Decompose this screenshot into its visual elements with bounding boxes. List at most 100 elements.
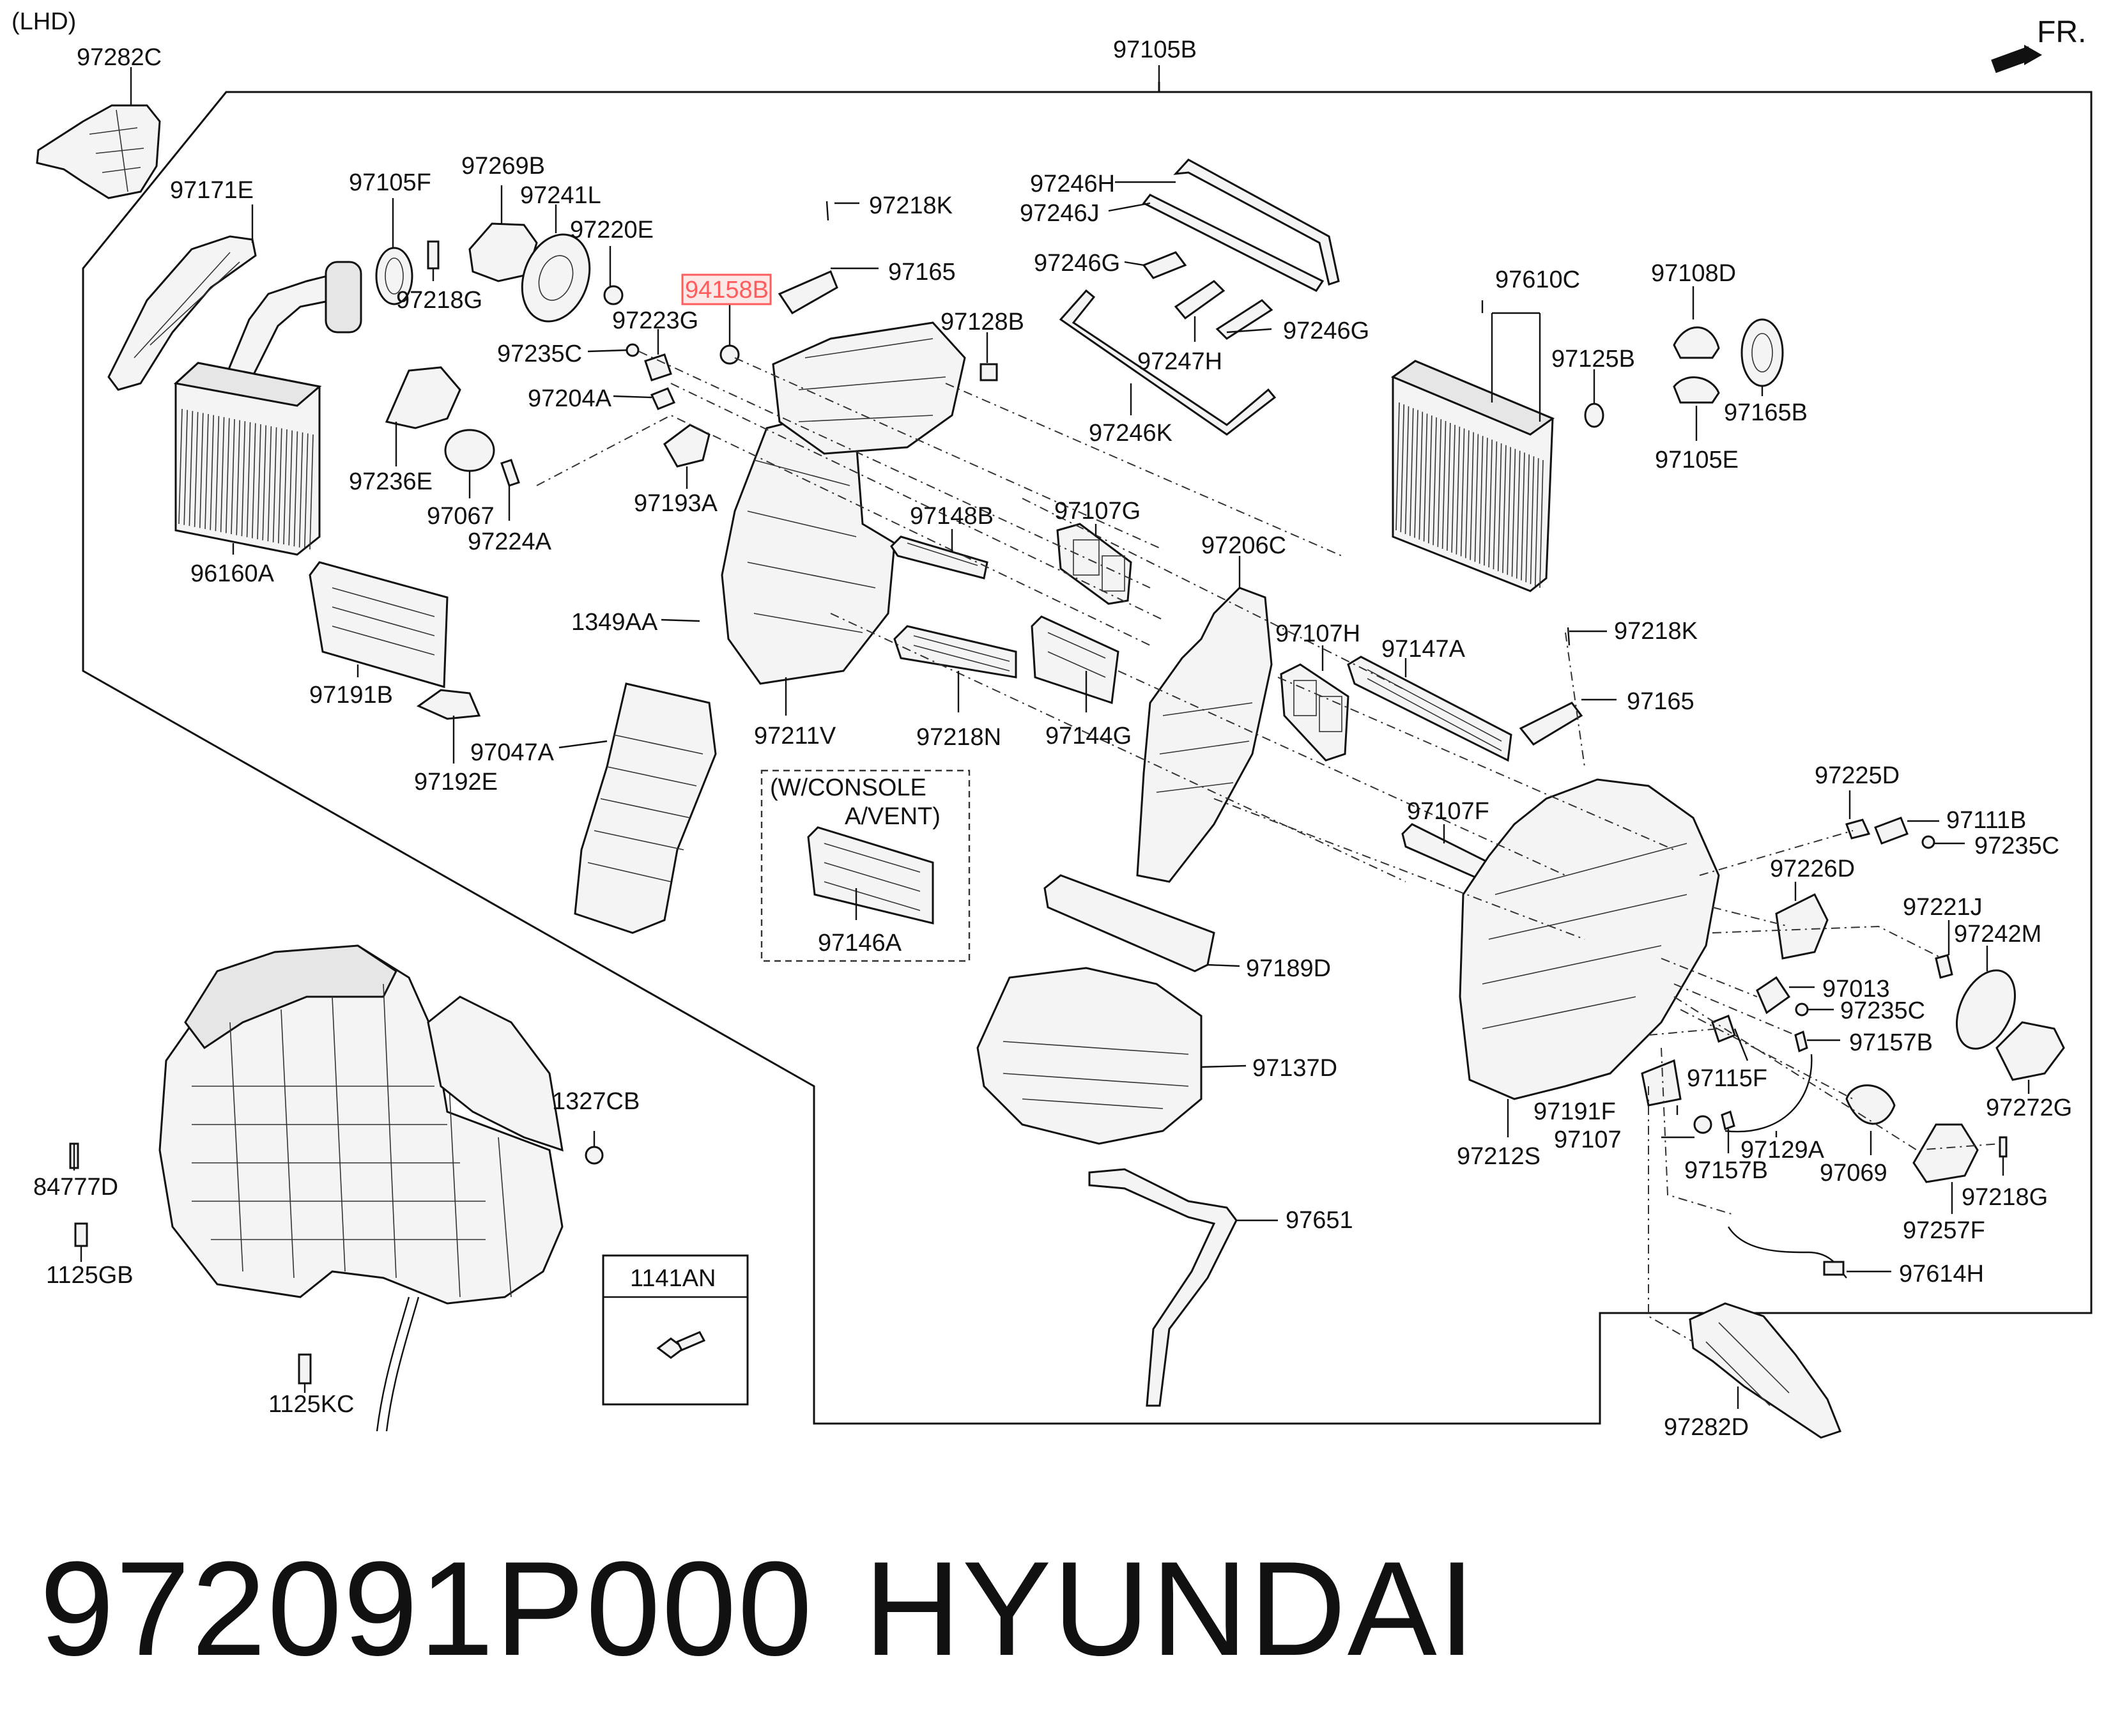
part-label-97218n[interactable]: 97218N [916,724,1001,751]
part-label-84777d[interactable]: 84777D [33,1174,118,1201]
duct-97047a [574,682,717,934]
console-vent-box [760,769,971,962]
part-label-97610c[interactable]: 97610C [1495,266,1580,293]
part-label-97105b[interactable]: 97105B [1113,36,1197,63]
assembly-overview [158,944,564,1432]
part-label-97282d[interactable]: 97282D [1664,1414,1749,1441]
part-label-97225d[interactable]: 97225D [1815,762,1900,789]
part-label-97165_a[interactable]: 97165 [888,259,956,286]
part-label-97235c_a[interactable]: 97235C [497,341,582,367]
part-label-97189d[interactable]: 97189D [1246,955,1331,982]
part-label-97165_b[interactable]: 97165 [1627,688,1694,715]
part-label-97193a[interactable]: 97193A [634,490,718,517]
part-label-97108d[interactable]: 97108D [1651,260,1736,287]
link-97157b-b [1721,1110,1735,1130]
part-label-97107f[interactable]: 97107F [1407,798,1489,825]
seal-97247h [1174,280,1226,320]
part-label-97144g[interactable]: 97144G [1045,723,1132,749]
part-label-97111b[interactable]: 97111B [1946,807,2026,834]
part-label-97107g[interactable]: 97107G [1054,498,1141,525]
part-label-97107[interactable]: 97107 [1554,1126,1622,1153]
part-label-97218k_b[interactable]: 97218K [1614,618,1698,645]
part-label-97242m[interactable]: 97242M [1954,921,2041,948]
part-label-1327cb[interactable]: 1327CB [552,1088,640,1115]
part-label-97257f[interactable]: 97257F [1903,1217,1985,1244]
part-label-97211v[interactable]: 97211V [754,723,836,749]
part-label-97247h[interactable]: 97247H [1137,348,1222,375]
part-label-97165b[interactable]: 97165B [1724,399,1808,426]
part-label-94158b[interactable]: 94158B [685,277,769,303]
part-label-97614h[interactable]: 97614H [1899,1261,1984,1287]
part-label-97067[interactable]: 97067 [427,503,495,530]
part-label-97235c_c[interactable]: 97235C [1840,997,1925,1024]
part-label-97069[interactable]: 97069 [1820,1160,1887,1187]
part-label-97115f[interactable]: 97115F [1687,1065,1767,1092]
gear-97067 [444,429,495,472]
flap-97148b [890,535,988,580]
part-label-97204a[interactable]: 97204A [528,385,612,412]
part-label-97220e[interactable]: 97220E [570,217,654,243]
part-label-97272g[interactable]: 97272G [1986,1095,2072,1121]
part-label-97269b[interactable]: 97269B [461,153,545,180]
part-label-97128b[interactable]: 97128B [941,309,1024,335]
part-label-1125kc[interactable]: 1125KC [268,1391,355,1418]
part-label-1125gb[interactable]: 1125GB [46,1262,134,1289]
part-label-97147a[interactable]: 97147A [1381,636,1466,663]
part-label-1349aa[interactable]: 1349AA [571,609,658,636]
part-label-97246j[interactable]: 97246J [1020,200,1100,227]
bolt-1141an-icon [656,1331,706,1359]
part-label-97223g[interactable]: 97223G [612,307,698,334]
part-label-96160a[interactable]: 96160A [190,560,275,587]
seal-97246g-a [1142,251,1187,279]
part-label-97651[interactable]: 97651 [1286,1207,1353,1234]
part-label-97226d[interactable]: 97226D [1770,856,1855,882]
part-label-97125b[interactable]: 97125B [1551,346,1635,373]
part-label-97191b[interactable]: 97191B [309,682,393,709]
part-label-97105e[interactable]: 97105E [1655,447,1739,473]
part-label-97246g_b[interactable]: 97246G [1283,318,1369,344]
part-label-97236e[interactable]: 97236E [349,468,433,495]
seal-97246j [1142,194,1325,292]
part-label-97246h[interactable]: 97246H [1030,171,1115,197]
part-label-97013[interactable]: 97013 [1822,976,1890,1002]
part-label-97157b_a[interactable]: 97157B [1849,1029,1933,1056]
part-label-97129a[interactable]: 97129A [1740,1137,1825,1164]
part-label-97212s[interactable]: 97212S [1457,1143,1541,1170]
clip-97107 [1693,1115,1712,1134]
part-label-97148b[interactable]: 97148B [910,503,994,530]
part-label-97218g_a[interactable]: 97218G [396,287,482,314]
part-label-97146a[interactable]: 97146A [818,930,902,956]
leader-lines [73,67,2030,1409]
part-label-97224a[interactable]: 97224A [468,528,552,555]
part-label-97107h[interactable]: 97107H [1275,620,1360,647]
part-label-97171e[interactable]: 97171E [170,177,254,204]
part-label-97191f[interactable]: 97191F [1533,1098,1616,1125]
part-label-97235c_b[interactable]: 97235C [1974,833,2059,859]
clip-97128b [980,363,998,381]
seal-97165b [1740,318,1784,387]
screw-97218k-b [1567,627,1571,646]
highlight-box [681,273,772,305]
part-label-97218g_b[interactable]: 97218G [1962,1184,2048,1211]
part-label-97157b_b[interactable]: 97157B [1684,1157,1768,1184]
bracket-97192e [416,689,481,720]
nut-1327cb [585,1146,604,1165]
part-label-97246k[interactable]: 97246K [1089,420,1172,447]
part-label-97218k_a[interactable]: 97218K [869,192,953,219]
part-label-97105f[interactable]: 97105F [349,169,431,196]
part-label-97137d[interactable]: 97137D [1252,1055,1337,1082]
grommet-97105f [375,247,413,305]
part-label-97192e[interactable]: 97192E [414,769,498,795]
lhd-note: (LHD) [12,8,76,35]
part-label-97282c[interactable]: 97282C [77,44,162,71]
part-label-97047a[interactable]: 97047A [470,739,555,766]
flap-97107g [1056,523,1132,605]
part-label-97221j[interactable]: 97221J [1903,894,1983,921]
gear-97242m [1956,969,2016,1050]
flap-97144g [1031,615,1119,705]
part-label-97206c[interactable]: 97206C [1201,532,1286,559]
bracket-97165-b [1519,702,1583,746]
part-label-97241l[interactable]: 97241L [520,182,601,209]
part-label-97246g_a[interactable]: 97246G [1034,250,1120,277]
